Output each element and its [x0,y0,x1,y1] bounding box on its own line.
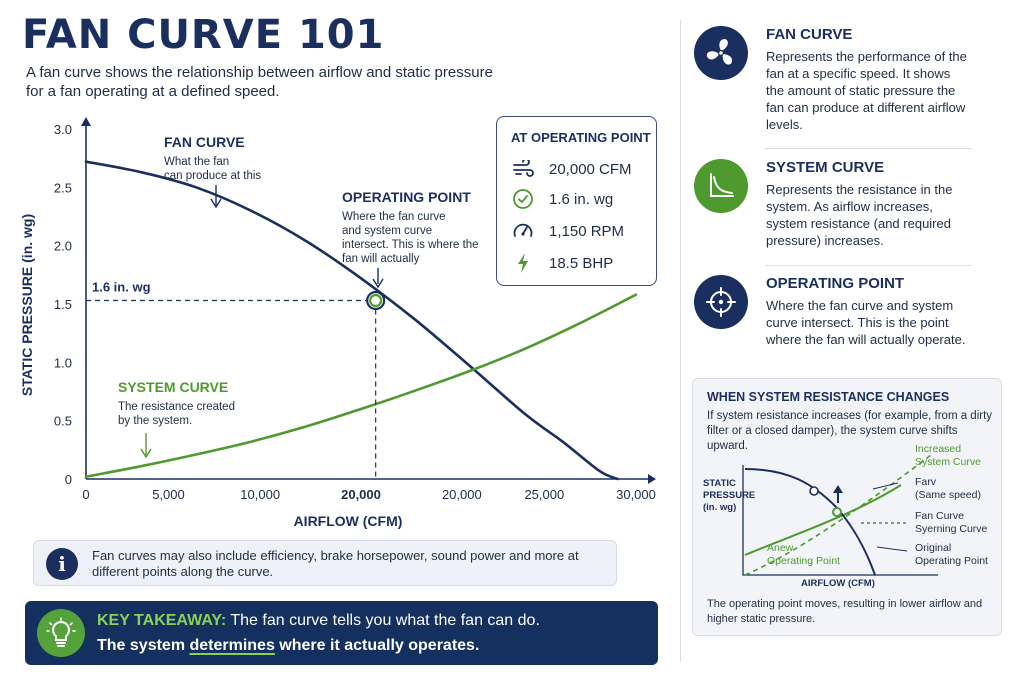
mini-new-operating-point [809,486,819,496]
x-tick-label: 10,000 [240,487,280,502]
mini-original-operating-point [832,507,842,517]
op-pressure-value: 1.6 in. wg [549,190,614,208]
operating-point-box-title: AT OPERATING POINT [511,130,651,145]
page-subtitle: A fan curve shows the relationship betwe… [26,64,493,100]
fan-curve-chart: 0 5,000 10,000 20,000 20,000 25,000 30,000 0 0.5… [19,117,656,529]
lightbulb-icon [37,609,85,657]
legend-separator [765,148,972,149]
lightning-icon [511,252,535,274]
y-tick-label: 2.5 [54,180,72,195]
x-tick-label: 25,000 [524,487,564,502]
y-axis-arrow [81,117,91,126]
mini-new-label: Anew [767,542,794,554]
mini-increased-system-curve [744,454,932,576]
fan-curve-callout-arrowhead [210,198,222,209]
fan-curve-annotation-title: FAN CURVE [164,134,245,150]
mini-y-label: (in. wg) [703,502,736,513]
x-tick-label: 5,000 [152,487,185,502]
crosshair-icon [694,275,748,329]
mini-fan-system-label: Fan Curve [915,510,964,522]
key-takeaway-line2: The system determines where it actually … [97,637,479,655]
key-takeaway-line2-pre: The system [97,637,190,654]
mini-shift-arrowhead [833,485,843,493]
op-speed-value: 1,150 RPM [549,222,625,240]
key-takeaway-line2-post: where it actually operates. [274,637,480,654]
legend-fan-curve-text: Represents the performance of the fan at… [766,49,967,132]
operating-point-box: AT OPERATING POINT 20,000 CFM 1.6 in. wg… [496,116,657,286]
key-takeaway-line1: KEY TAKEAWAY: The fan curve tells you wh… [97,612,540,630]
system-curve-annotation-title: SYSTEM CURVE [118,379,228,395]
legend-system-curve-text: Represents the resistance in the system.… [766,182,953,248]
op-row-pressure: 1.6 in. wg [511,188,613,210]
key-takeaway-banner: KEY TAKEAWAY: The fan curve tells you wh… [25,601,658,665]
info-icon: i [46,548,78,580]
resistance-title: WHEN SYSTEM RESISTANCE CHANGES [707,390,950,404]
system-curve-callout-arrowhead [140,448,152,459]
key-takeaway-label: KEY TAKEAWAY: [97,612,227,629]
op-row-airflow: 20,000 CFM [511,158,632,180]
x-tick-label: 20,000 [341,487,381,502]
y-axis-label: STATIC PRESSURE (in. wg) [19,214,35,396]
page-title: FAN CURVE 101 [22,12,385,58]
info-text: Fan curves may also include efficiency, … [92,548,579,579]
legend-system-curve-title: SYSTEM CURVE [766,159,885,176]
system-curve-line [84,293,638,478]
mini-fan-label: (Same speed) [915,489,981,501]
legend-operating-point-title: OPERATING POINT [766,275,905,292]
legend-separator [765,265,972,266]
speedometer-icon [511,220,535,242]
key-takeaway-emphasis: determines [189,637,275,654]
op-row-power: 18.5 BHP [511,252,613,274]
operating-point-marker-inner [369,293,383,308]
op-power-value: 18.5 BHP [549,254,614,272]
system-curve-icon [694,159,748,213]
mini-new-label: Operating Point [767,555,840,567]
mini-y-label: STATIC [703,478,736,489]
operating-point-annotation-title: OPERATING POINT [342,189,471,205]
info-note: i Fan curves may also include efficiency… [33,540,617,586]
mini-increased-system-label: Increased [915,443,961,455]
mini-increased-system-label: System Curve [915,456,981,468]
key-takeaway-text: The fan curve tells you what the fan can… [230,612,540,629]
y-tick-label: 0 [65,472,72,487]
y-tick-label: 1.0 [54,355,72,370]
legend-operating-point-text: Where the fan curve and system curve int… [766,298,966,347]
mini-original-label: Operating Point [915,555,988,567]
operating-point-callout-arrowhead [372,278,384,289]
mini-system-curve [744,484,902,556]
op-airflow-value: 20,000 CFM [549,160,632,178]
y-tick-label: 0.5 [54,414,72,429]
op-row-speed: 1,150 RPM [511,220,624,242]
y-tick-label: 2.0 [54,239,72,254]
resistance-text: If system resistance increases (for exam… [707,410,993,452]
mini-y-label: PRESSURE [703,490,755,501]
x-axis-arrow [648,474,656,484]
mini-fan-label: Farv [915,476,937,488]
resistance-change-panel: WHEN SYSTEM RESISTANCE CHANGES If system… [692,378,1002,636]
x-tick-label: 20,000 [442,487,482,502]
y-tick-label: 1.5 [54,297,72,312]
operating-point-pressure-label: 1.6 in. wg [92,280,151,295]
mini-leader [876,546,908,552]
mini-x-label: AIRFLOW (CFM) [801,578,875,589]
column-divider [680,20,681,662]
mini-fan-system-label: Syerning Curve [915,523,988,535]
resistance-footer: The operating point moves, resulting in … [707,598,983,625]
airflow-icon [511,158,535,180]
legend-fan-curve-title: FAN CURVE [766,26,853,43]
mini-original-label: Original [915,542,951,554]
fan-curve-line [84,160,619,481]
fan-icon [694,26,748,80]
x-tick-label: 30,000 [616,487,656,502]
x-tick-label: 0 [82,487,89,502]
mini-leader [872,482,899,490]
pressure-gauge-icon [511,188,535,210]
mini-axes [742,465,938,576]
x-axis-label: AIRFLOW (CFM) [294,513,403,529]
y-tick-label: 3.0 [54,122,72,137]
